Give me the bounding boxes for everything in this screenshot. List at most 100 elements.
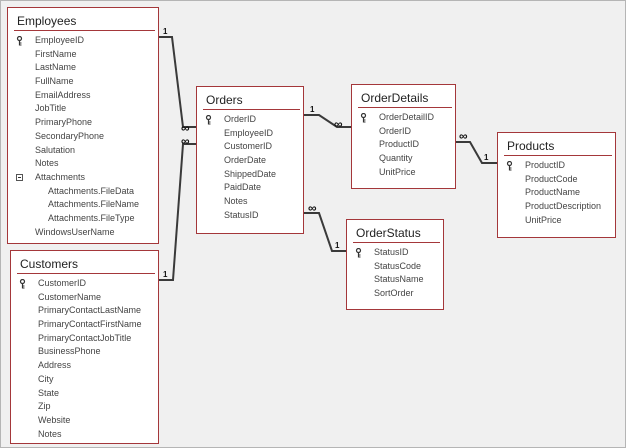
field-label: StatusID xyxy=(224,209,259,220)
cardinality-one-label: 1 xyxy=(335,241,340,250)
collapse-icon[interactable] xyxy=(16,173,23,181)
field-label: CustomerID xyxy=(38,278,87,288)
relationship-orders-orderstatus[interactable]: ∞ 1 xyxy=(304,201,346,252)
field-row[interactable]: StatusCode xyxy=(347,260,443,274)
table-title: Orders xyxy=(206,93,243,107)
field-label: StatusID xyxy=(374,247,409,257)
field-label: OrderID xyxy=(379,125,412,136)
field-row[interactable]: CustomerID xyxy=(11,277,158,291)
field-row[interactable]: PrimaryContactJobTitle xyxy=(11,332,158,346)
field-row[interactable]: UnitPrice xyxy=(352,166,455,180)
field-label: JobTitle xyxy=(35,103,67,114)
field-row[interactable]: ShippedDate xyxy=(197,168,303,182)
field-row[interactable]: CustomerName xyxy=(11,291,158,305)
field-row[interactable]: OrderDetailID xyxy=(352,111,455,125)
field-row[interactable]: Notes xyxy=(11,428,158,442)
field-row[interactable]: OrderID xyxy=(197,113,303,127)
field-row[interactable]: Attachments xyxy=(8,171,158,185)
field-row[interactable]: WindowsUserName xyxy=(8,226,158,240)
field-label: UnitPrice xyxy=(525,214,562,225)
field-label: Attachments.FileData xyxy=(48,185,135,196)
field-row[interactable]: StatusID xyxy=(347,246,443,260)
key-icon xyxy=(360,112,367,128)
field-row[interactable]: EmployeeID xyxy=(8,34,158,48)
field-row[interactable]: Notes xyxy=(8,157,158,171)
field-label: OrderDate xyxy=(224,155,267,166)
cardinality-one-label: 1 xyxy=(484,153,489,162)
field-row[interactable]: Address xyxy=(11,359,158,373)
relationship-orderdetails-products[interactable]: ∞ 1 xyxy=(456,129,497,164)
field-row[interactable]: Attachments.FileName xyxy=(8,198,158,212)
field-row[interactable]: OrderID xyxy=(352,125,455,139)
field-row[interactable]: PaidDate xyxy=(197,181,303,195)
field-label: ProductDescription xyxy=(525,201,602,212)
field-row[interactable]: EmailAddress xyxy=(8,89,158,103)
field-label: WindowsUserName xyxy=(35,226,115,237)
cardinality-many-label: ∞ xyxy=(334,117,343,131)
field-row[interactable]: Zip xyxy=(11,400,158,414)
cardinality-one-label: 1 xyxy=(163,270,168,279)
field-row[interactable]: PrimaryPhone xyxy=(8,116,158,130)
field-row[interactable]: StatusID xyxy=(197,209,303,223)
relationship-orders-orderdetails[interactable]: 1 ∞ xyxy=(304,105,351,131)
field-row[interactable]: StatusName xyxy=(347,273,443,287)
field-label: UnitPrice xyxy=(379,166,416,177)
key-icon xyxy=(19,278,26,294)
field-row[interactable]: FullName xyxy=(8,75,158,89)
field-row[interactable]: Notes xyxy=(197,195,303,209)
field-row[interactable]: City xyxy=(11,373,158,387)
field-row[interactable]: Salutation xyxy=(8,144,158,158)
field-label: FullName xyxy=(35,76,74,87)
field-label: Website xyxy=(38,414,71,425)
field-row[interactable]: JobTitle xyxy=(8,102,158,116)
field-label: ProductCode xyxy=(525,173,578,184)
field-label: Notes xyxy=(224,196,248,207)
field-row[interactable]: FirstName xyxy=(8,48,158,62)
field-row[interactable]: Attachments.FileType xyxy=(8,212,158,226)
field-label: StatusName xyxy=(374,274,424,285)
field-row[interactable]: ProductID xyxy=(352,138,455,152)
relationship-customers-orders[interactable]: 1 ∞ xyxy=(159,134,196,281)
field-label: StatusCode xyxy=(374,260,422,271)
field-row[interactable]: LastName xyxy=(8,61,158,75)
table-title: Employees xyxy=(17,14,77,28)
field-row[interactable]: UnitPrice xyxy=(498,214,615,228)
field-row[interactable]: SecondaryPhone xyxy=(8,130,158,144)
field-row[interactable]: Website xyxy=(11,414,158,428)
field-label: Attachments.FileName xyxy=(48,199,140,210)
field-row[interactable]: ProductName xyxy=(498,186,615,200)
field-row[interactable]: OrderDate xyxy=(197,154,303,168)
field-row[interactable]: PrimaryContactFirstName xyxy=(11,318,158,332)
field-label: City xyxy=(38,373,54,384)
field-row[interactable]: Attachments.FileData xyxy=(8,185,158,199)
field-label: ShippedDate xyxy=(224,168,277,179)
field-label: EmployeeID xyxy=(224,127,274,138)
field-label: LastName xyxy=(35,62,77,73)
field-row[interactable]: BusinessPhone xyxy=(11,345,158,359)
field-label: State xyxy=(38,387,60,398)
field-row[interactable]: ProductDescription xyxy=(498,200,615,214)
field-row[interactable]: ProductID xyxy=(498,159,615,173)
field-row[interactable]: EmployeeID xyxy=(197,127,303,141)
field-row[interactable]: SortOrder xyxy=(347,287,443,301)
field-row[interactable]: State xyxy=(11,387,158,401)
field-label: ProductID xyxy=(525,160,566,170)
field-row[interactable]: PrimaryContactLastName xyxy=(11,304,158,318)
field-row[interactable]: CustomerID xyxy=(197,140,303,154)
field-row[interactable]: ProductCode xyxy=(498,173,615,187)
field-label: Notes xyxy=(35,158,59,169)
field-label: OrderDetailID xyxy=(379,112,435,122)
field-row[interactable]: Quantity xyxy=(352,152,455,166)
relationship-employees-orders[interactable]: 1 ∞ xyxy=(159,27,196,135)
field-label: CustomerID xyxy=(224,141,273,152)
field-label: Attachments.FileType xyxy=(48,212,135,223)
